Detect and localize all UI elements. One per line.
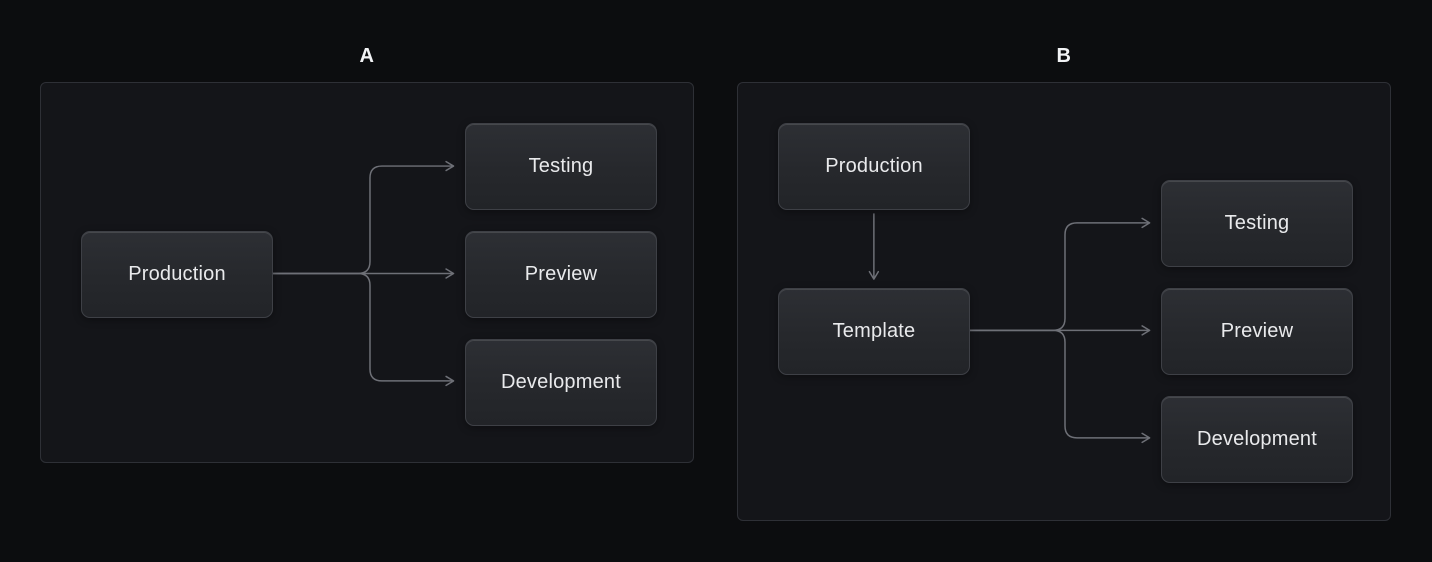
edge-template-testing-b	[969, 217, 1151, 332]
node-development-a-label: Development	[500, 371, 622, 393]
node-development-a: Development	[465, 339, 657, 426]
node-testing-a-label: Testing	[528, 155, 594, 177]
node-preview-a-label: Preview	[524, 263, 598, 285]
edge-template-development-b	[969, 329, 1151, 444]
node-preview-b: Preview	[1161, 288, 1353, 375]
node-testing-b-label: Testing	[1224, 212, 1290, 234]
panel-b-label: B	[1056, 45, 1072, 67]
edge-production-development-a	[232, 272, 455, 387]
node-template-b-label: Template	[832, 320, 916, 342]
node-production-a-label: Production	[128, 263, 226, 285]
node-preview-a: Preview	[465, 231, 657, 318]
panel-a-label: A	[359, 45, 375, 67]
node-template-b: Template	[778, 288, 970, 375]
node-development-b: Development	[1161, 396, 1353, 483]
node-production-b: Production	[778, 123, 970, 210]
edges-panel-b	[868, 213, 1151, 444]
node-testing-b: Testing	[1161, 180, 1353, 267]
panel-a: Production Testing Preview Development	[40, 82, 694, 463]
node-preview-b-label: Preview	[1220, 320, 1294, 342]
node-development-b-label: Development	[1196, 428, 1318, 450]
node-production-a: Production	[81, 231, 273, 318]
node-production-b-label: Production	[825, 155, 923, 177]
node-testing-a: Testing	[465, 123, 657, 210]
panel-b: Production Template Testing Preview Deve…	[737, 82, 1391, 521]
